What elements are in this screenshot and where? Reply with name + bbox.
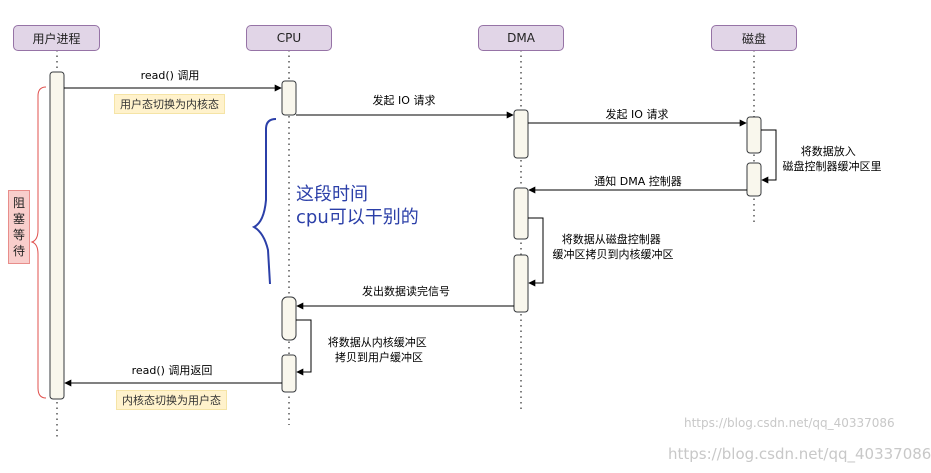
arrow-dma-self [528, 217, 544, 287]
arrow-cpu-self [296, 319, 312, 376]
label-cpu-self: 将数据从内核缓冲区 拷贝到用户缓冲区 [328, 335, 431, 364]
activation-dma-1 [513, 109, 529, 159]
cpu-free-line-1: 这段时间 [296, 184, 368, 205]
arrow-disk-self [761, 129, 777, 184]
participant-dma: DMA [478, 25, 564, 51]
cpu-free-line-2: cpu可以干别的 [296, 207, 419, 228]
note-blocked-waiting: 阻塞等待 [8, 190, 30, 264]
activation-dma-2 [513, 187, 529, 240]
note-cpu-free: 这段时间 cpu可以干别的 [296, 183, 419, 229]
note-user-to-kernel: 用户态切换为内核态 [114, 94, 225, 114]
watermark-small: https://blog.csdn.net/qq_40337086 [684, 416, 895, 430]
participant-cpu: CPU [246, 25, 332, 51]
blocked-waiting-label: 阻塞等待 [13, 196, 26, 258]
blocked-brace [30, 86, 47, 399]
watermark-large: https://blog.csdn.net/qq_40337086 [668, 445, 931, 463]
activation-user [49, 71, 65, 400]
label-dma-self: 将数据从磁盘控制器 缓冲区拷贝到内核缓冲区 [553, 232, 674, 261]
label-read-done: 发出数据读完信号 [362, 284, 450, 298]
participant-user-process: 用户进程 [13, 25, 100, 51]
activation-cpu-1 [281, 80, 297, 116]
participant-disk: 磁盘 [711, 25, 797, 51]
activation-disk-1 [746, 116, 762, 154]
note-kernel-to-user: 内核态切换为用户态 [116, 390, 227, 410]
activation-disk-2 [746, 162, 762, 197]
label-cpu-io: 发起 IO 请求 [373, 93, 436, 107]
cpu-free-brace [251, 118, 277, 285]
label-dma-io: 发起 IO 请求 [606, 107, 669, 121]
label-read-return: read() 调用返回 [132, 364, 213, 377]
label-notify-dma: 通知 DMA 控制器 [594, 174, 681, 188]
activation-cpu-3 [281, 354, 297, 393]
label-disk-self: 将数据放入 磁盘控制器缓冲区里 [783, 144, 882, 173]
activation-cpu-2 [281, 296, 297, 341]
activation-dma-3 [513, 254, 529, 313]
label-read-call: read() 调用 [141, 69, 200, 82]
